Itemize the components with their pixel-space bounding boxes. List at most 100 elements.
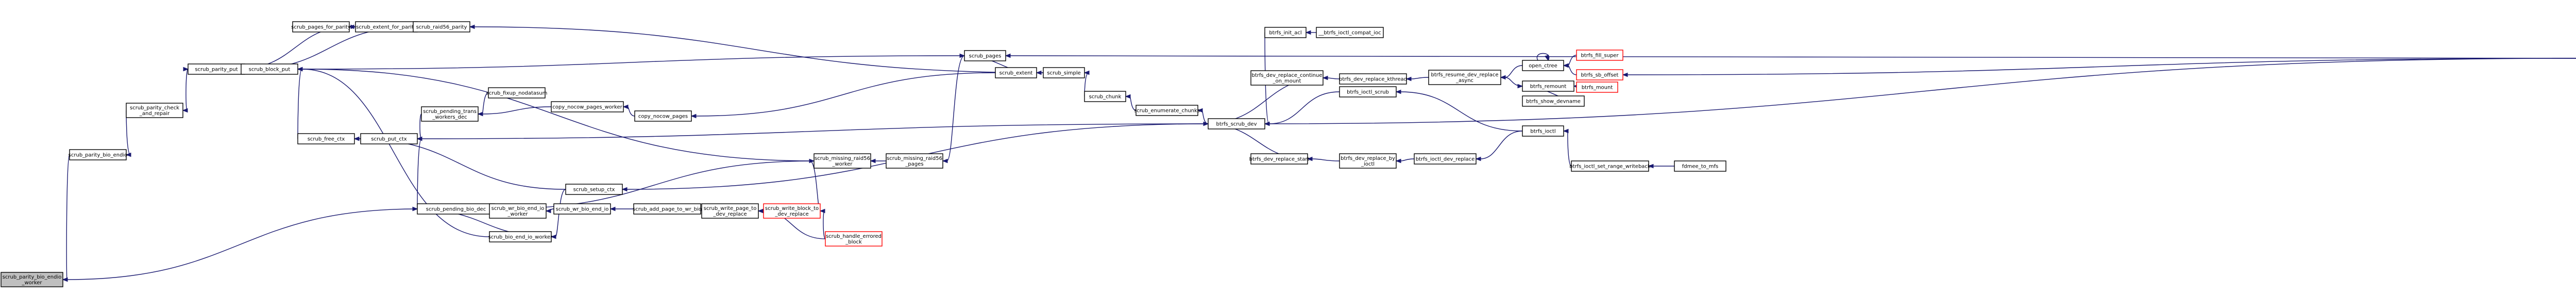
function-node-wbd[interactable]: scrub_write_block_to_dev_replace	[763, 203, 821, 219]
function-node-apw[interactable]: scrub_add_page_to_wr_bio	[633, 203, 702, 215]
node-label: _worker	[21, 280, 42, 286]
function-node-otree[interactable]: open_ctree	[1522, 60, 1564, 71]
node-label: scrub_pages_for_parity	[291, 25, 351, 30]
function-node-wbe[interactable]: scrub_wr_bio_end_io	[553, 203, 611, 215]
call-edge-hre-to-wbd	[819, 208, 826, 239]
function-node-drkt[interactable]: btrfs_dev_replace_kthread	[1339, 73, 1407, 85]
function-node-bbew[interactable]: scrub_bio_end_io_worker	[488, 231, 553, 242]
function-node-initacl[interactable]: btrfs_init_acl	[1264, 27, 1307, 38]
function-node-wbew[interactable]: scrub_wr_bio_end_io_worker	[489, 203, 547, 219]
function-node-ioctl[interactable]: btrfs_ioctl	[1522, 125, 1564, 137]
node-box	[488, 87, 546, 99]
node-box	[633, 203, 701, 215]
node-box	[1136, 105, 1198, 116]
node-label: scrub_chunk	[1089, 94, 1122, 100]
node-label: btrfs_mount	[1582, 85, 1613, 91]
function-node-drbi[interactable]: btrfs_dev_replace_by_ioctl	[1339, 153, 1397, 169]
node-box	[292, 21, 350, 32]
call-edge-bbew-to-bp	[297, 67, 490, 237]
node-box	[241, 63, 298, 75]
node-box	[634, 110, 692, 122]
function-node-efp[interactable]: scrub_extent_for_parity	[355, 21, 418, 32]
call-edge-idr-to-drbi	[1395, 158, 1415, 164]
function-node-pp[interactable]: scrub_parity_put	[188, 63, 245, 75]
function-node-wpd[interactable]: scrub_write_page_to_dev_replace	[701, 203, 759, 219]
node-label: scrub_write_page_to	[704, 206, 757, 211]
function-node-ext[interactable]: scrub_extent	[995, 67, 1037, 78]
node-box	[1522, 60, 1564, 71]
node-label: scrub_put_ctx	[371, 137, 407, 142]
function-node-fillsuper[interactable]: btrfs_fill_super	[1576, 50, 1623, 61]
function-node-cnpw[interactable]: copy_nocow_pages_worker	[551, 101, 624, 112]
node-box	[69, 149, 127, 160]
node-box	[126, 103, 183, 118]
node-box	[814, 153, 871, 169]
function-node-chunk[interactable]: scrub_chunk	[1084, 91, 1126, 102]
call-edge-pbe-to-root	[62, 154, 70, 282]
node-box	[1674, 160, 1726, 172]
node-label: btrfs_ioctl_set_range_writeback	[1569, 164, 1651, 170]
function-node-root[interactable]: scrub_parity_bio_endio_worker	[1, 272, 63, 287]
node-box	[1522, 80, 1574, 92]
node-box	[886, 153, 943, 169]
function-node-compat[interactable]: __btrfs_ioctl_compat_ioc	[1316, 27, 1384, 38]
function-node-rdra[interactable]: btrfs_resume_dev_replace_async	[1428, 70, 1501, 85]
call-edge-fmts-to-setrange	[1648, 164, 1674, 169]
function-node-freectx[interactable]: scrub_free_ctx	[297, 133, 355, 144]
function-node-iscrub[interactable]: btrfs_ioctl_scrub	[1339, 86, 1397, 97]
node-label: fdmee_to_mfs	[1682, 164, 1718, 170]
node-label: btrfs_ioctl_scrub	[1347, 90, 1389, 95]
function-node-cnp[interactable]: copy_nocow_pages	[634, 110, 692, 122]
node-label: btrfs_dev_replace_kthread	[1339, 77, 1407, 83]
call-edge-pages-to-bp	[297, 55, 965, 72]
node-label: btrfs_show_devname	[1526, 99, 1581, 105]
call-edge-dev-to-supers	[1264, 58, 2576, 124]
node-box	[995, 67, 1037, 78]
function-node-pages[interactable]: scrub_pages	[964, 50, 1006, 61]
function-node-mrw[interactable]: scrub_missing_raid56_worker	[814, 153, 871, 169]
function-node-fnw[interactable]: scrub_fixup_nodatasum	[486, 87, 548, 99]
function-node-hre[interactable]: scrub_handle_errored_block	[825, 231, 883, 247]
function-node-mrp[interactable]: scrub_missing_raid56_pages	[886, 153, 943, 169]
function-node-setup[interactable]: scrub_setup_ctx	[565, 184, 623, 195]
function-node-sbofs[interactable]: btrfs_sb_offset	[1576, 69, 1623, 80]
function-node-drcm[interactable]: btrfs_dev_replace_continue_on_mount	[1250, 70, 1324, 86]
function-node-enum[interactable]: scrub_enumerate_chunks	[1134, 105, 1200, 116]
node-label: scrub_pending_bio_dec	[426, 207, 486, 213]
call-edge-mrw-to-pbd	[494, 160, 815, 211]
function-node-showdev[interactable]: btrfs_show_devname	[1522, 95, 1585, 107]
node-label: scrub_fixup_nodatasum	[486, 91, 548, 96]
function-node-bp[interactable]: scrub_block_put	[241, 63, 298, 75]
node-box	[489, 231, 552, 242]
node-label: scrub_extent_for_parity	[356, 25, 417, 30]
function-node-putctx[interactable]: scrub_put_ctx	[360, 133, 418, 144]
node-box	[1522, 125, 1564, 137]
function-node-rp[interactable]: scrub_raid56_parity	[413, 21, 470, 32]
node-label: _worker	[832, 161, 853, 167]
call-edge-enum-to-chunk	[1125, 94, 1137, 111]
node-box	[1264, 27, 1307, 38]
call-edge-fnw-to-ppwd	[477, 92, 489, 117]
node-label: _async	[1455, 78, 1473, 84]
node-box	[421, 106, 479, 122]
function-node-idr[interactable]: btrfs_ioctl_dev_replace	[1414, 153, 1477, 165]
node-label: btrfs_scrub_dev	[1216, 122, 1257, 127]
node-box	[1428, 70, 1501, 85]
function-node-pcr[interactable]: scrub_parity_check_and_repair	[126, 103, 183, 118]
function-node-ppwd[interactable]: scrub_pending_trans_workers_dec	[421, 106, 479, 122]
function-node-pbe[interactable]: scrub_parity_bio_endio	[69, 149, 128, 160]
function-node-remount[interactable]: btrfs_remount	[1522, 80, 1574, 92]
function-node-setrange[interactable]: btrfs_ioctl_set_range_writeback	[1569, 160, 1651, 172]
function-node-simple[interactable]: scrub_simple	[1043, 67, 1085, 78]
function-node-pfp[interactable]: scrub_pages_for_parity	[291, 21, 351, 32]
function-node-mount[interactable]: btrfs_mount	[1576, 82, 1618, 93]
function-node-fmts[interactable]: fdmee_to_mfs	[1674, 160, 1726, 172]
node-label: scrub_enumerate_chunks	[1134, 108, 1200, 114]
node-box	[1084, 91, 1126, 102]
node-box	[360, 133, 418, 144]
function-node-drs[interactable]: btrfs_dev_replace_start	[1249, 153, 1310, 165]
function-node-pbd[interactable]: scrub_pending_bio_dec	[417, 203, 495, 215]
node-label: _workers_dec	[432, 115, 467, 120]
node-label: _ioctl	[1361, 161, 1375, 167]
function-node-dev[interactable]: btrfs_scrub_dev	[1208, 118, 1265, 129]
